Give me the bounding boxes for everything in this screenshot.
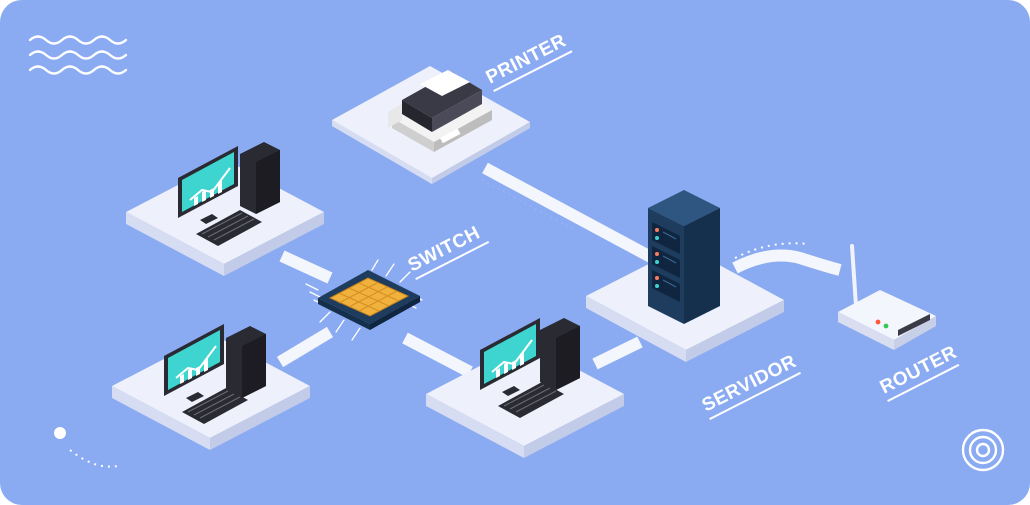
computer-node-1 bbox=[126, 142, 324, 276]
computer-node-3 bbox=[426, 318, 624, 458]
computer-icon bbox=[480, 318, 580, 418]
dotted-line bbox=[69, 449, 119, 468]
dot-marker bbox=[54, 427, 66, 439]
switch-chip-icon bbox=[305, 259, 423, 341]
cables bbox=[276, 162, 842, 378]
cable-server-router bbox=[732, 249, 842, 276]
computer-node-2 bbox=[112, 324, 310, 450]
server-node bbox=[586, 190, 784, 362]
cable-pc3-server bbox=[592, 336, 643, 370]
printer-icon bbox=[388, 70, 492, 152]
server-icon bbox=[648, 190, 720, 324]
computer-icon bbox=[178, 142, 280, 246]
cable-dashes bbox=[275, 179, 576, 373]
cable-pc1-switch bbox=[279, 250, 333, 284]
cable-switch-pc3 bbox=[402, 332, 473, 378]
router-icon bbox=[838, 244, 936, 350]
target-icon bbox=[961, 428, 1005, 472]
cable-pc2-switch bbox=[276, 326, 334, 368]
computer-icon bbox=[164, 324, 266, 424]
cable-printer-server bbox=[482, 162, 663, 268]
waves-icon bbox=[28, 35, 128, 75]
dotted-line bbox=[734, 242, 809, 259]
printer-node bbox=[332, 66, 530, 184]
